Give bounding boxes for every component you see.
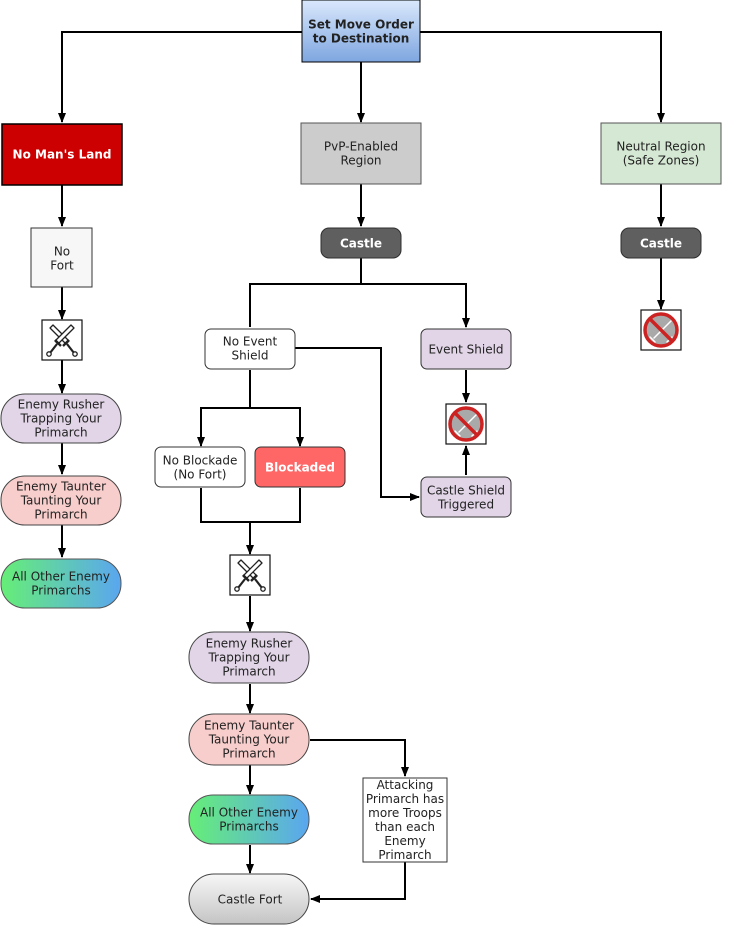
nofort-label-line: No (54, 244, 70, 258)
rusher-left-label-line: Primarch (34, 425, 87, 439)
blockaded-node: Blockaded (254, 446, 346, 488)
attacking-note-label-line: Primarch (378, 848, 431, 862)
no-battle-icon-event (445, 403, 487, 445)
battle-icon-left (41, 319, 83, 361)
start-label-line: Set Move Order (308, 17, 414, 31)
no-blockade-label-line: (No Fort) (174, 467, 227, 481)
blockaded-label: Blockaded (265, 460, 335, 474)
pvp-label-line: PvP-Enabled (324, 139, 398, 153)
rusher-left-label-line: Enemy Rusher (18, 397, 105, 411)
edge-start-to-nml (58, 31, 302, 123)
others-left-label-line: Primarchs (31, 583, 90, 597)
castle-pvp-label-line: Castle (340, 236, 382, 250)
taunter-left-label-line: Taunting Your (20, 493, 102, 507)
edge-no-blockade-merge (200, 488, 250, 523)
castle-shield-label-line: Castle Shield (427, 483, 505, 497)
castle-pvp-label: Castle (340, 236, 382, 250)
castle-pvp-node: Castle (320, 227, 402, 259)
castle-neutral-label-line: Castle (640, 236, 682, 250)
castle-fort-label-line: Castle Fort (218, 892, 283, 906)
event-shield-node: Event Shield (420, 328, 512, 370)
edge-no-event-to-castle-shield (295, 347, 420, 501)
nml-label: No Man's Land (13, 147, 112, 161)
rusher-center-label-line: Enemy Rusher (206, 636, 293, 650)
castle-neutral-node: Castle (620, 227, 702, 259)
attacking-note-label-line: Enemy (384, 834, 425, 848)
start-label-line: to Destination (313, 31, 410, 45)
blockaded-label-line: Blockaded (265, 460, 335, 474)
nml-label-line: No Man's Land (13, 147, 112, 161)
edge-taunter-to-attacking (310, 739, 409, 777)
castle-fort-node: Castle Fort (188, 873, 310, 925)
attacking-note-label-line: Primarch has (366, 792, 444, 806)
neutral-label: Neutral Region(Safe Zones) (616, 139, 705, 167)
nofort-label-line: Fort (50, 258, 74, 272)
others-center-label-line: Primarchs (219, 819, 278, 833)
edge-blockaded-to-battle (246, 488, 301, 555)
taunter-left-label-line: Enemy Taunter (16, 479, 106, 493)
no-event-shield-label-line: Shield (232, 348, 269, 362)
no-blockade-node: No Blockade(No Fort) (154, 446, 246, 488)
castle-fort-label: Castle Fort (218, 892, 283, 906)
neutral-label-line: Neutral Region (616, 139, 705, 153)
taunter-left-label-line: Primarch (34, 507, 87, 521)
edge-no-event-to-blockaded (250, 407, 304, 447)
battle-icon-center (229, 554, 271, 596)
others-left-label-line: All Other Enemy (12, 569, 110, 583)
no-blockade-label: No Blockade(No Fort) (163, 453, 238, 481)
no-battle-icon-neutral (640, 309, 682, 351)
event-shield-label-line: Event Shield (428, 342, 503, 356)
edge-attacking-to-castle-fort (310, 862, 406, 903)
attacking-note-label-line: than each (375, 820, 435, 834)
no-blockade-label-line: No Blockade (163, 453, 238, 467)
edge-start-to-neutral (420, 31, 665, 123)
taunter-center-label-line: Primarch (222, 746, 275, 760)
others-center-label-line: All Other Enemy (200, 805, 298, 819)
neutral-region-node: Neutral Region(Safe Zones) (600, 122, 722, 185)
rusher-center-label-line: Trapping Your (207, 650, 289, 664)
event-shield-label: Event Shield (428, 342, 503, 356)
rusher-left-label-line: Trapping Your (19, 411, 101, 425)
pvp-label-line: Region (340, 153, 381, 167)
castle-shield-label-line: Triggered (437, 497, 494, 511)
castle-neutral-label: Castle (640, 236, 682, 250)
taunter-center-label-line: Enemy Taunter (204, 718, 294, 732)
edge-castle-split (249, 258, 362, 327)
neutral-label-line: (Safe Zones) (623, 153, 700, 167)
rusher-center-label-line: Primarch (222, 664, 275, 678)
taunter-center-label-line: Taunting Your (208, 732, 290, 746)
attacking-note-label-line: more Troops (368, 806, 442, 820)
no-event-shield-label-line: No Event (223, 334, 278, 348)
no-mans-land-node: No Man's Land (1, 123, 123, 186)
edge-castle-to-event-shield (361, 283, 470, 328)
edge-no-event-to-no-blockade (197, 370, 251, 447)
attacking-note-label-line: Attacking (377, 778, 434, 792)
